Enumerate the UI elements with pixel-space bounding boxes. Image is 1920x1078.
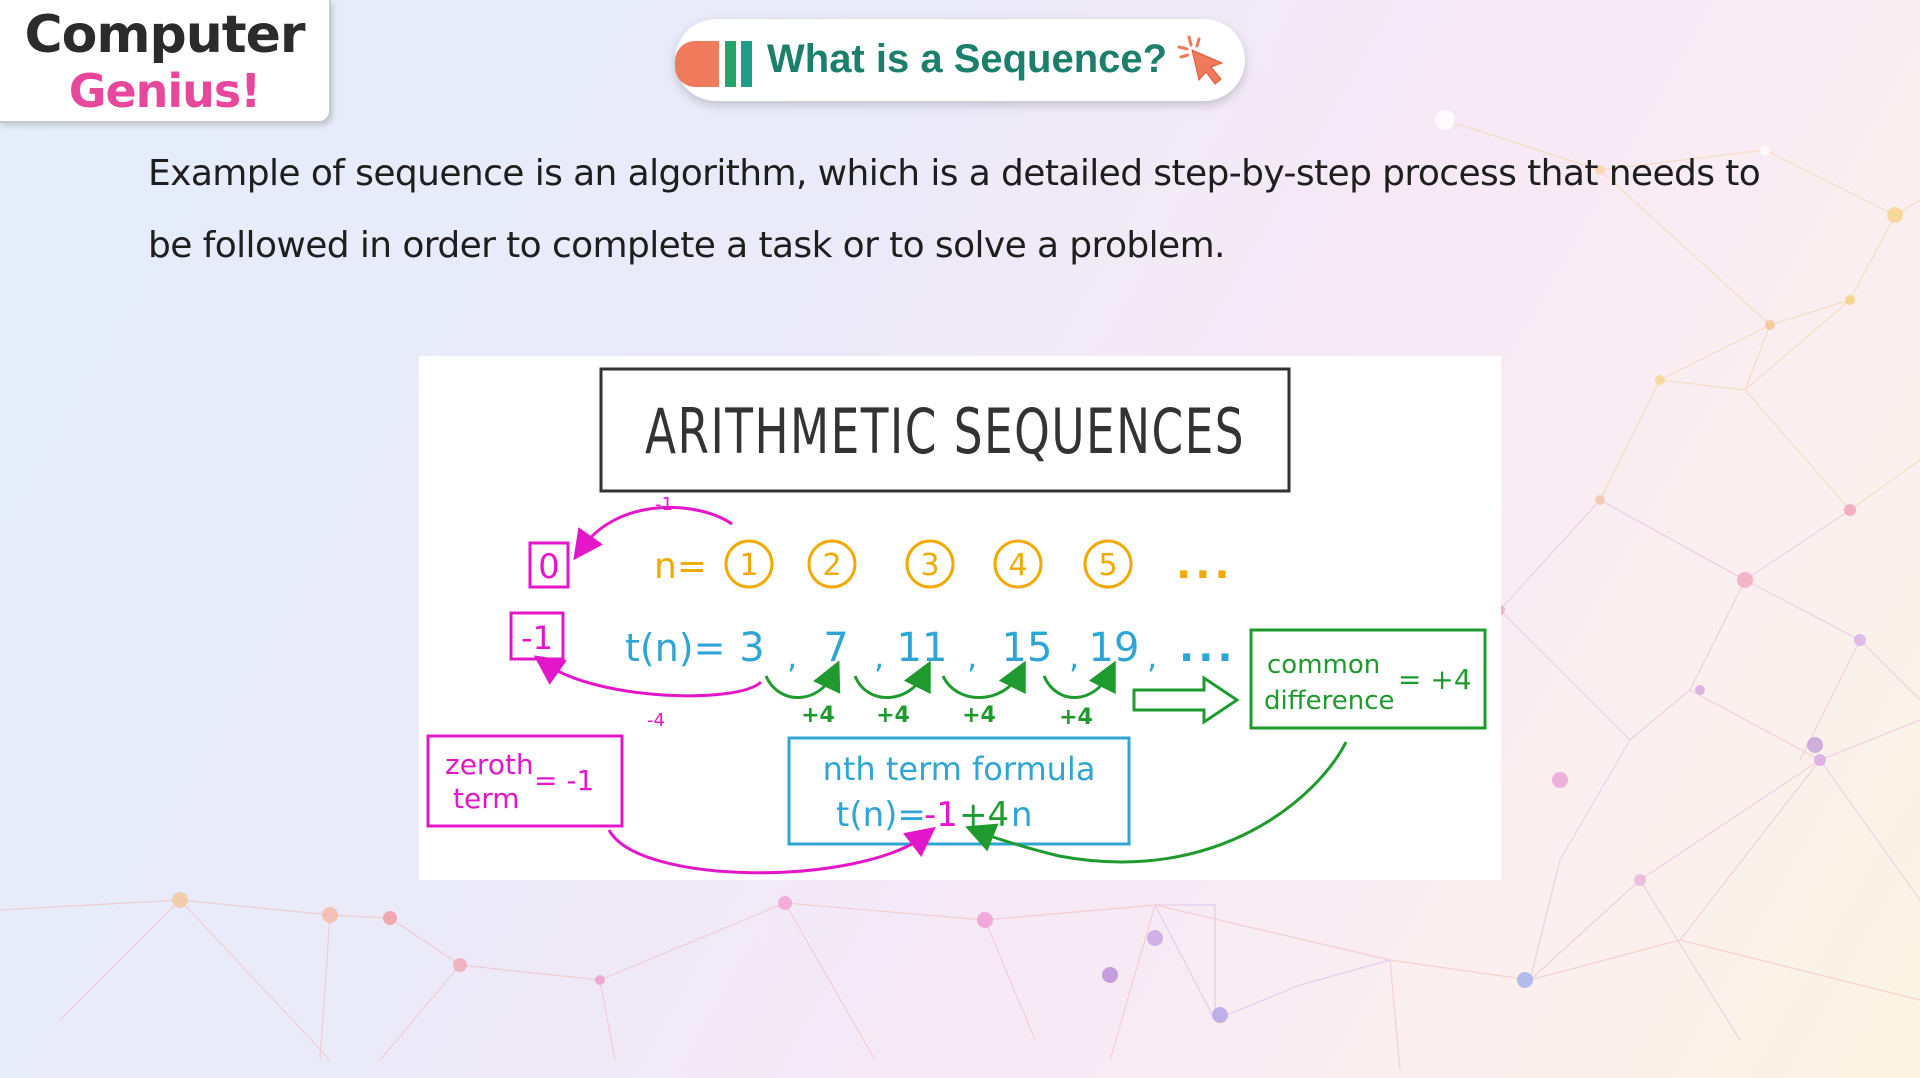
step-arc-2 — [853, 660, 931, 699]
title-bar-teal — [741, 41, 752, 87]
zeroth-term-value: = -1 — [534, 764, 594, 797]
formula-a: -1 — [924, 795, 958, 835]
step-label-1: +4 — [801, 703, 835, 728]
arithmetic-sequences-figure: ARITHMETIC SEQUENCES -1 -4 0 -1 n= 1 2 3… — [419, 356, 1501, 880]
n-value-4: 4 — [1008, 548, 1027, 583]
step-label-3: +4 — [962, 703, 996, 728]
formula-lhs: t(n)= — [836, 795, 926, 835]
zero-index-box — [528, 541, 570, 589]
n-label: n= — [654, 546, 707, 587]
intro-paragraph: Example of sequence is an algorithm, whi… — [148, 138, 1788, 282]
n-circle-3 — [905, 539, 955, 589]
common-difference-line1: common — [1267, 650, 1380, 680]
step-arc-4 — [1042, 660, 1116, 699]
term-comma-3: , — [967, 638, 977, 676]
diagram-title: ARITHMETIC SEQUENCES — [645, 395, 1245, 468]
back-step-label-bottom: -4 — [647, 710, 665, 731]
title-bar-green — [725, 41, 736, 87]
n-circle-2 — [807, 539, 857, 589]
diagram-title-box — [599, 367, 1291, 493]
n-circle-5 — [1083, 539, 1133, 589]
n-value-2: 2 — [822, 548, 841, 583]
sequence-terms: 3 7 11 15 19 — [739, 625, 1139, 671]
step-labels: +4 +4 +4 +4 — [801, 703, 1093, 730]
zeroth-term-line2: term — [453, 782, 520, 815]
step-arc-3 — [941, 660, 1026, 699]
logo-line-computer: Computer — [24, 5, 305, 65]
page-title: What is a Sequence? — [767, 37, 1168, 81]
term-3: 11 — [897, 625, 948, 671]
common-difference-line2: difference — [1264, 686, 1395, 716]
step-arcs — [764, 660, 1116, 699]
difference-to-formula-arrow — [965, 741, 1348, 864]
zeroth-value-box — [509, 611, 565, 661]
back-step-label-top: -1 — [655, 494, 673, 515]
cursor-click-icon — [1177, 35, 1224, 85]
step-label-4: +4 — [1059, 705, 1093, 730]
term-comma-4: , — [1069, 638, 1079, 676]
to-difference-arrow — [1132, 675, 1240, 725]
zeroth-value: -1 — [521, 619, 553, 657]
term-commas: , , , , , — [787, 638, 1157, 676]
zeroth-term-box — [426, 734, 624, 828]
n-circle-1 — [724, 539, 774, 589]
back-step-arrow-top — [573, 505, 733, 561]
term-5: 19 — [1089, 625, 1140, 671]
term-2: 7 — [823, 625, 848, 671]
n-value-1: 1 — [739, 548, 758, 583]
n-value-5: 5 — [1098, 548, 1117, 583]
step-arc-1 — [764, 660, 841, 699]
title-bar-orange — [675, 41, 719, 87]
term-comma-2: , — [874, 638, 884, 676]
zeroth-term-line1: zeroth — [445, 748, 534, 781]
n-ellipsis: ... — [1176, 542, 1234, 588]
computer-genius-logo: Computer Genius! — [0, 0, 331, 123]
tn-label: t(n)= — [625, 626, 725, 670]
zeroth-to-formula-arrow — [607, 826, 936, 875]
formula-var: n — [1011, 795, 1033, 835]
page-title-pill: What is a Sequence? — [675, 19, 1245, 101]
common-difference-value: = +4 — [1398, 663, 1472, 696]
intro-line-2: be followed in order to complete a task … — [148, 225, 1226, 266]
formula-title: nth term formula — [823, 750, 1096, 788]
n-value-group: 1 2 3 4 5 — [724, 539, 1133, 589]
term-comma-5: , — [1147, 638, 1157, 676]
step-label-2: +4 — [876, 703, 910, 728]
arithmetic-sequences-diagram: ARITHMETIC SEQUENCES -1 -4 0 -1 n= 1 2 3… — [426, 367, 1487, 875]
back-step-arrow-bottom — [533, 655, 763, 698]
formula-b: +4 — [959, 795, 1009, 835]
term-comma-1: , — [787, 638, 797, 676]
n-circle-4 — [993, 539, 1043, 589]
n-value-3: 3 — [920, 548, 939, 583]
common-difference-box — [1249, 628, 1487, 730]
term-4: 15 — [1002, 625, 1053, 671]
intro-line-1: Example of sequence is an algorithm, whi… — [148, 153, 1761, 194]
formula-box — [787, 736, 1131, 846]
terms-ellipsis: ... — [1179, 625, 1237, 671]
term-1: 3 — [739, 625, 764, 671]
logo-line-genius: Genius! — [68, 64, 262, 118]
zero-index: 0 — [538, 547, 560, 587]
